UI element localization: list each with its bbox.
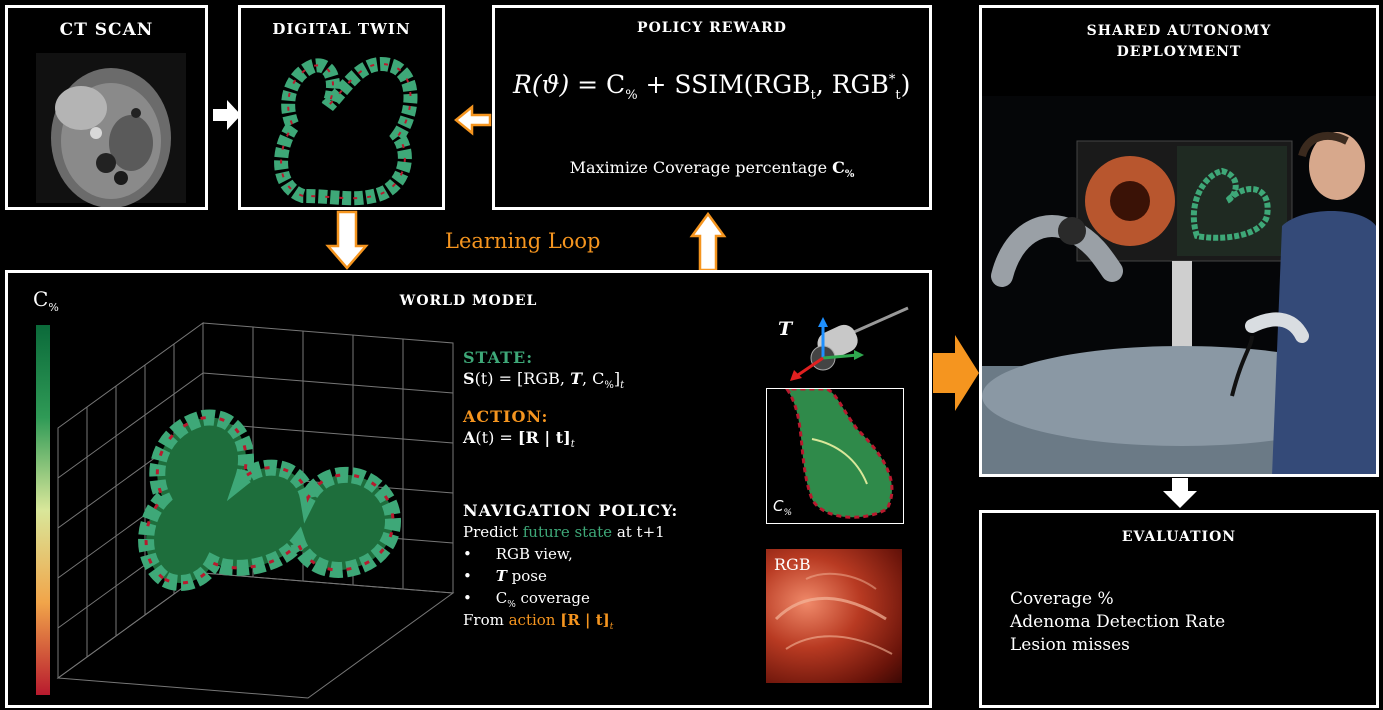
arrow-world-to-reward bbox=[690, 212, 726, 270]
digital-twin-title: DIGITAL TWIN bbox=[241, 20, 442, 38]
deployment-photo bbox=[982, 96, 1376, 476]
evaluation-title: EVALUATION bbox=[982, 529, 1376, 545]
navigation-from-action: From action [R | t]t bbox=[463, 611, 613, 632]
deployment-panel: SHARED AUTONOMY DEPLOYMENT bbox=[979, 5, 1379, 477]
coverage-colorbar bbox=[36, 325, 50, 695]
learning-loop-label: Learning Loop bbox=[445, 229, 601, 253]
arrow-twin-to-world bbox=[326, 212, 368, 270]
pose-label: T bbox=[778, 318, 792, 340]
coverage-inset: C% bbox=[766, 388, 904, 524]
state-formula: S(t) = [RGB, T, C%]t bbox=[463, 369, 624, 391]
evaluation-panel: EVALUATION Coverage % Adenoma Detection … bbox=[979, 510, 1379, 708]
deployment-title-line2: DEPLOYMENT bbox=[982, 44, 1376, 60]
bullet-pose: • T pose bbox=[463, 567, 547, 585]
action-label: ACTION: bbox=[463, 407, 548, 426]
arrow-ct-to-twin bbox=[213, 100, 241, 130]
ct-scan-panel: CT SCAN bbox=[5, 5, 208, 210]
arrow-deployment-to-evaluation bbox=[1163, 478, 1197, 508]
evaluation-item-lesion: Lesion misses bbox=[1010, 635, 1130, 655]
reward-description: Maximize Coverage percentage C% bbox=[495, 158, 929, 180]
policy-reward-panel: POLICY REWARD R(ϑ) = C% + SSIM(RGBt, RGB… bbox=[492, 5, 932, 210]
evaluation-item-coverage: Coverage % bbox=[1010, 589, 1114, 609]
world-model-3d-plot bbox=[53, 318, 453, 678]
policy-reward-title: POLICY REWARD bbox=[495, 20, 929, 36]
bullet-rgb-view: • RGB view, bbox=[463, 545, 573, 563]
bullet-coverage: • C% coverage bbox=[463, 589, 590, 610]
arrow-world-to-deployment bbox=[933, 335, 979, 411]
rgb-view-label: RGB bbox=[774, 555, 811, 574]
navigation-predict: Predict future state at t+1 bbox=[463, 523, 665, 541]
ct-scan-title: CT SCAN bbox=[8, 20, 205, 40]
rgb-view: RGB bbox=[766, 549, 902, 683]
evaluation-item-adenoma: Adenoma Detection Rate bbox=[1010, 612, 1225, 632]
arrow-reward-to-twin bbox=[456, 107, 490, 133]
digital-twin-panel: DIGITAL TWIN bbox=[238, 5, 445, 210]
digital-twin-colon-model bbox=[253, 46, 433, 206]
deployment-title-line1: SHARED AUTONOMY bbox=[982, 23, 1376, 39]
reward-formula: R(ϑ) = C% + SSIM(RGBt, RGB*t) bbox=[513, 70, 910, 103]
state-label: STATE: bbox=[463, 348, 533, 367]
inset-coverage-label: C% bbox=[773, 497, 792, 518]
ct-scan-image bbox=[36, 53, 186, 203]
colorbar-label: C% bbox=[33, 287, 59, 314]
navigation-policy-label: NAVIGATION POLICY: bbox=[463, 501, 678, 520]
action-formula: A(t) = [R | t]t bbox=[463, 428, 575, 450]
endoscope-pose-icon bbox=[778, 303, 908, 383]
world-model-panel: WORLD MODEL C% STATE: S(t) = [RGB, T, C%… bbox=[5, 270, 932, 708]
